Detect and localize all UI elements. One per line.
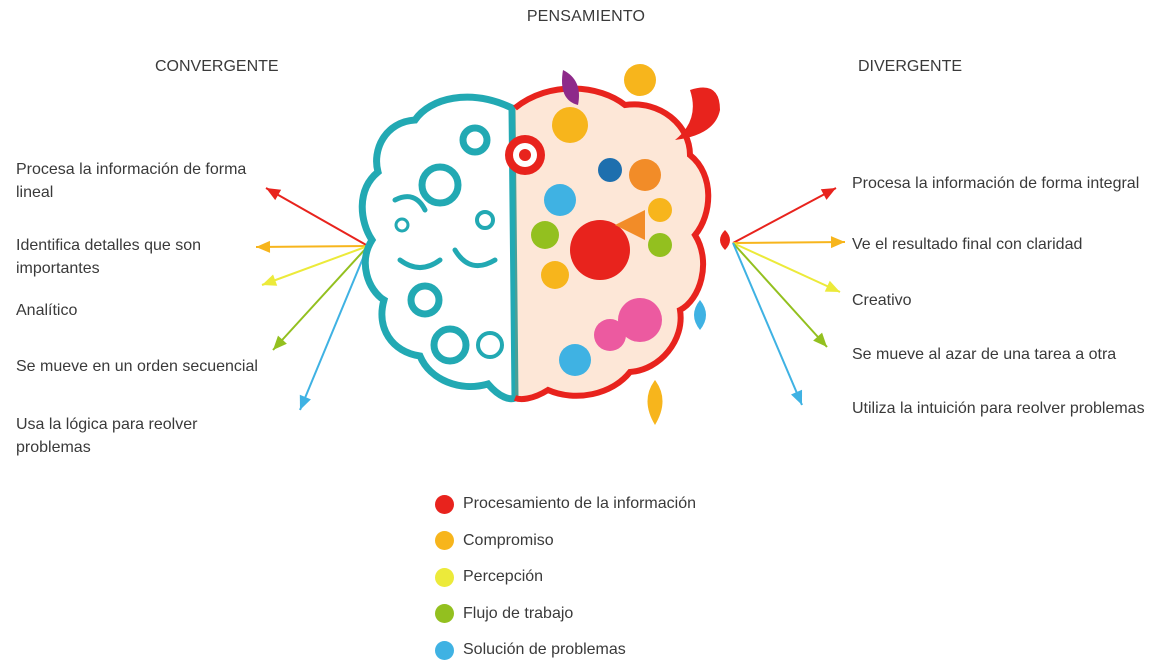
right-processing-arrowhead-icon [820, 188, 836, 200]
right-commitment-arrow [732, 241, 846, 244]
legend-item-processing: Procesamiento de la información [435, 486, 696, 523]
left-item-workflow: Se mueve en un orden secuencial [16, 358, 258, 375]
legend-item-commitment: Compromiso [435, 523, 696, 560]
legend: Procesamiento de la información Compromi… [435, 486, 696, 669]
legend-item-problem-solving: Solución de problemas [435, 632, 696, 669]
brain-illustration [358, 64, 730, 425]
left-item-commitment: Identifica detalles que son importantes [16, 237, 202, 277]
right-item-commitment: Ve el resultado final con claridad [852, 236, 1083, 253]
right-hemisphere [505, 64, 730, 425]
right-item-workflow: Se mueve al azar de una tarea a otra [852, 346, 1117, 363]
legend-item-perception: Percepción [435, 559, 696, 596]
right-item-processing: Procesa la información de forma integral [852, 175, 1140, 192]
right-processing-arrow [732, 187, 837, 244]
right-problem-solving-arrowhead-icon [790, 389, 803, 405]
left-hemisphere [358, 93, 519, 403]
legend-label: Percepción [463, 568, 544, 586]
left-workflow-arrowhead-icon [273, 335, 287, 350]
legend-dot-icon [435, 567, 454, 587]
right-perception-arrow [732, 242, 841, 293]
right-workflow-arrowhead-icon [813, 332, 827, 347]
left-processing-arrow [265, 187, 369, 247]
left-perception-arrow [261, 245, 369, 286]
legend-label: Flujo de trabajo [463, 604, 574, 622]
diagram-title: PENSAMIENTO [526, 8, 646, 25]
legend-label: Solución de problemas [463, 641, 626, 659]
legend-dot-icon [435, 531, 454, 551]
left-arrows [255, 187, 369, 411]
legend-dot-icon [435, 494, 454, 514]
right-perception-arrowhead-icon [824, 280, 840, 292]
right-item-perception: Creativo [852, 292, 912, 309]
left-item-perception: Analítico [16, 302, 78, 319]
left-item-problem-solving: Usa la lógica para reolver problemas [16, 416, 198, 456]
left-item-processing: Procesa la información de forma lineal [16, 161, 247, 201]
left-problem-solving-arrow [299, 245, 369, 411]
legend-label: Compromiso [463, 531, 554, 549]
legend-dot-icon [435, 640, 454, 660]
left-commitment-arrowhead-icon [256, 240, 271, 253]
left-problem-solving-arrowhead-icon [299, 394, 311, 410]
right-problem-solving-arrow [732, 242, 803, 406]
divergent-heading: DIVERGENTE [858, 58, 963, 75]
left-workflow-arrow [272, 245, 369, 351]
legend-item-workflow: Flujo de trabajo [435, 596, 696, 633]
right-item-problem-solving: Utiliza la intuición para reolver proble… [852, 400, 1145, 417]
left-perception-arrowhead-icon [262, 274, 278, 286]
left-commitment-arrow [255, 245, 369, 248]
left-processing-arrowhead-icon [266, 188, 282, 201]
right-commitment-arrowhead-icon [830, 236, 845, 249]
legend-dot-icon [435, 604, 454, 624]
convergent-heading: CONVERGENTE [155, 58, 279, 75]
legend-label: Procesamiento de la información [463, 495, 697, 513]
right-workflow-arrow [732, 242, 828, 348]
right-arrows [732, 187, 846, 406]
brain-diagram [255, 64, 846, 425]
